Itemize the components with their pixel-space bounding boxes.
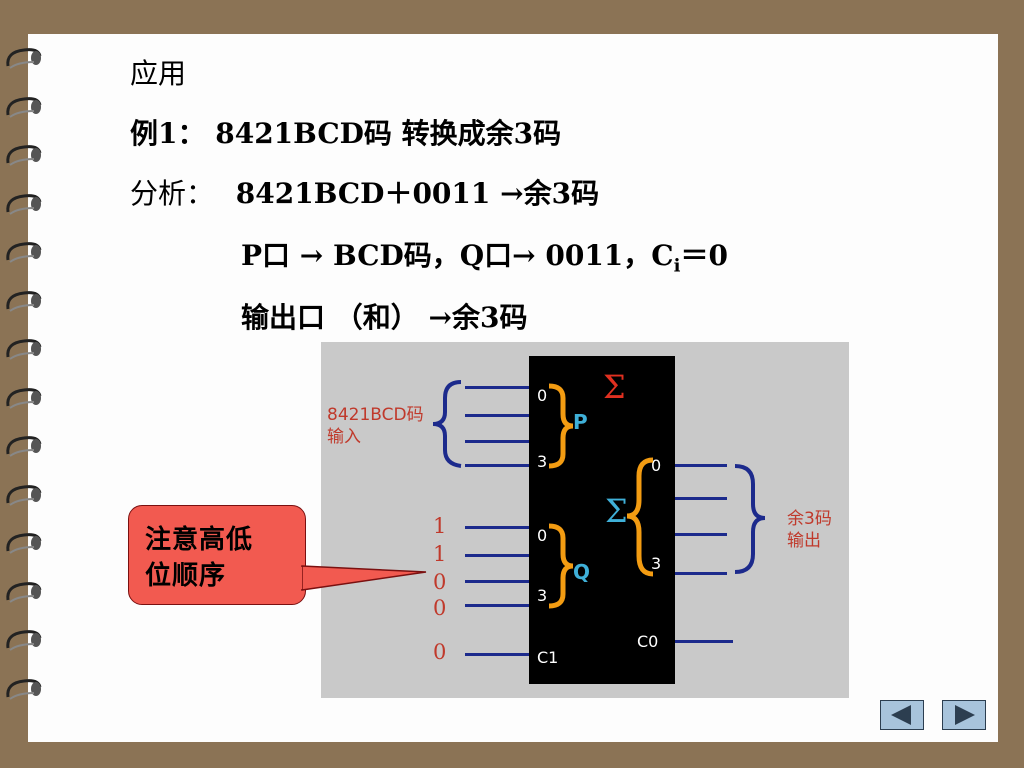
callout-note: 注意高低位顺序 [128, 505, 306, 605]
c0-pin: C0 [637, 632, 659, 651]
binding-ring [6, 630, 42, 651]
braces-overlay [432, 380, 766, 609]
callout-pointer [300, 565, 427, 591]
binding-ring [6, 339, 42, 360]
binding-ring [6, 436, 42, 457]
sum-wire-2 [675, 533, 727, 536]
c1-pin: C1 [537, 648, 559, 667]
binding-ring [6, 193, 42, 215]
output-label: 余3码 输出 [787, 508, 832, 552]
sum-pin-3: 3 [651, 554, 662, 573]
p-pin-0: 0 [537, 386, 548, 405]
example-line: 例1： 8421BCD码 转换成余3码 [130, 117, 562, 150]
sum-wire-3 [675, 572, 727, 575]
input-label: 8421BCD码 输入 [327, 404, 424, 448]
binding-ring [6, 290, 42, 312]
sigma-symbol-sum: Σ [605, 492, 628, 530]
input-brace [432, 380, 462, 468]
q-brace [548, 523, 574, 609]
binding-ring [6, 581, 42, 603]
p-wire-0 [465, 386, 529, 389]
callout-text: 注意高低位顺序 [145, 525, 254, 591]
binding-ring [6, 242, 42, 263]
binding-ring [6, 96, 42, 118]
port-assignment-line: P口 → BCD码，Q口→ 0011，Ci＝0 [241, 234, 728, 277]
q-wire-2 [465, 580, 529, 583]
binding-ring [6, 484, 42, 506]
binding-ring [6, 678, 42, 700]
adder-chip [529, 356, 675, 684]
input-label-bottom: 输入 [327, 427, 361, 447]
sum-wire-1 [675, 497, 727, 500]
binding-ring [6, 145, 42, 166]
binding-ring [6, 48, 42, 69]
carry-subscript: i [673, 255, 681, 277]
p-pin-3: 3 [537, 452, 548, 471]
q-wire-1 [465, 554, 529, 557]
p-wire-2 [465, 440, 529, 443]
binding-ring [6, 387, 42, 409]
p-port-label: P [573, 410, 588, 434]
p-wire-1 [465, 414, 529, 417]
next-slide-button[interactable] [942, 700, 986, 730]
analysis-line: 分析： 8421BCD＋0011 →余3码 [130, 172, 599, 212]
adder-diagram: 0 3 0 3 C1 0 3 C0 P Q Σ Σ 8421BCD码 输入 余3… [321, 342, 849, 698]
q-pin-0: 0 [537, 526, 548, 545]
q-bit-2: 0 [433, 570, 447, 594]
q-pin-3: 3 [537, 586, 548, 605]
q-wire-0 [465, 526, 529, 529]
triangle-left-icon [891, 705, 911, 725]
carry-out-wire [675, 640, 733, 643]
output-label-top: 余3码 [787, 509, 832, 529]
sigma-symbol-top: Σ [603, 368, 626, 406]
carry-bit: 0 [433, 640, 447, 664]
p-brace [548, 383, 574, 469]
callout-arrow [301, 565, 427, 591]
analysis-text: 8421BCD＋0011 →余3码 [235, 177, 600, 210]
sum-wire-0 [675, 464, 727, 467]
triangle-right-icon [955, 705, 975, 725]
carry-in-wire [465, 653, 529, 656]
q-bit-3: 0 [433, 596, 447, 620]
slide-heading: 应用 [130, 57, 187, 90]
output-label-bottom: 输出 [787, 531, 821, 551]
port-assignment-text: P口 → BCD码，Q口→ 0011，C [241, 239, 674, 272]
analysis-label: 分析： [130, 177, 215, 210]
carry-value: ＝0 [680, 239, 728, 272]
q-port-label: Q [573, 560, 591, 584]
output-line: 输出口 （和） →余3码 [241, 301, 528, 334]
binding-ring [6, 533, 42, 554]
q-wire-3 [465, 604, 529, 607]
p-wire-3 [465, 464, 529, 467]
q-bit-0: 1 [433, 514, 447, 538]
output-brace [734, 464, 766, 574]
prev-slide-button[interactable] [880, 700, 924, 730]
sum-pin-0: 0 [651, 456, 662, 475]
input-label-top: 8421BCD码 [327, 405, 424, 425]
q-bit-1: 1 [433, 542, 447, 566]
sum-brace [626, 457, 654, 577]
